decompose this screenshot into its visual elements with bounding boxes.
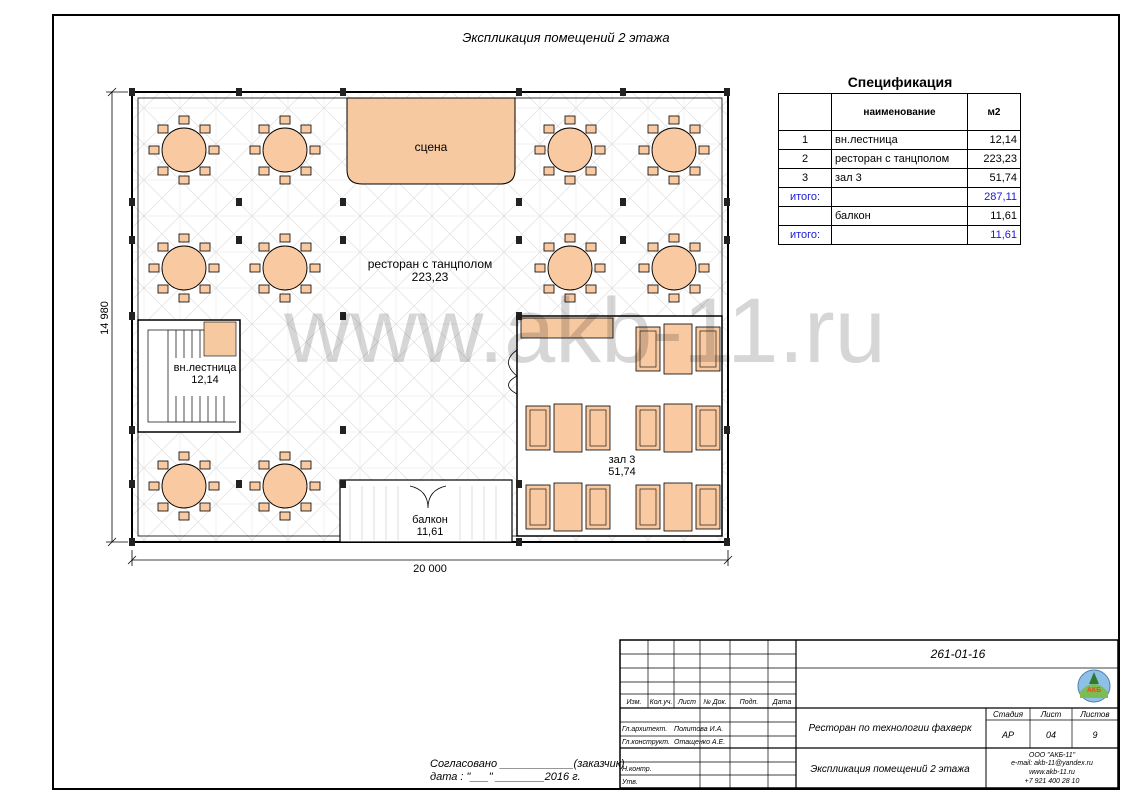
role-control: Н.контр.	[622, 766, 652, 773]
company-phone: +7 921 400 28 10	[1025, 778, 1080, 785]
company-web: www.akb-11.ru	[1029, 769, 1075, 776]
hall-furniture	[525, 323, 721, 532]
balcony	[339, 479, 513, 543]
hall-label: зал 3	[609, 454, 636, 466]
hall-area: 51,74	[608, 466, 636, 478]
balcony-label: балкон	[412, 514, 448, 526]
col-list: Лист	[677, 699, 696, 706]
stair-steps	[147, 329, 236, 423]
project-name: Ресторан по технологии фахверк	[808, 722, 972, 734]
role-approve: Утв.	[621, 779, 638, 786]
stage-label: Стадия	[993, 710, 1024, 719]
sheets-label: Листов	[1079, 710, 1109, 719]
stair-label: вн.лестница	[174, 362, 238, 374]
company-logo-icon: АКБ	[1077, 669, 1111, 703]
balcony-area: 11,61	[417, 526, 444, 538]
stair-area: 12,14	[191, 374, 219, 386]
col-date: Дата	[772, 699, 792, 706]
spec-title: Спецификация	[847, 74, 953, 90]
watermark: www.akb-11.ru	[283, 280, 886, 382]
drawing-title: Экспликация помещений 2 этажа	[462, 30, 670, 45]
spec-total-row: итого:287,11	[778, 187, 1021, 207]
role-engineer: Гл.конструкт.	[622, 739, 670, 746]
spec-total-row: итого:11,61	[778, 225, 1021, 245]
agreement-line: Согласовано ____________(заказчик)	[430, 758, 625, 770]
sheet-label: Лист	[1040, 710, 1062, 719]
dimension-lines	[106, 87, 733, 566]
sheets-value: 9	[1092, 730, 1097, 740]
agreement-date: дата : "___" ________2016 г.	[430, 771, 581, 783]
stage-label: сцена	[415, 140, 448, 154]
dimension-height: 14 980	[99, 301, 111, 335]
spec-col-name: наименование	[831, 93, 968, 131]
restaurant-label: ресторан с танцполом	[368, 257, 493, 271]
sheet-value: 04	[1046, 730, 1056, 740]
col-kol: Кол.уч.	[650, 699, 673, 706]
sheet-title: Экспликация помещений 2 этажа	[810, 764, 970, 775]
person-architect: Политова И.А.	[674, 726, 723, 733]
doc-code: 261-01-16	[930, 647, 986, 661]
columns	[129, 88, 730, 546]
company-name: ООО "АКБ-11"	[1029, 752, 1076, 759]
stage-value: АР	[1001, 730, 1014, 740]
drawing-frame	[52, 14, 1120, 790]
person-engineer: Отащенко А.Е.	[674, 739, 725, 746]
col-podp: Подп.	[740, 698, 759, 706]
company-email: e-mail: akb-11@yandex.ru	[1011, 760, 1093, 767]
role-architect: Гл.архитект.	[622, 726, 667, 733]
col-izm: Изм.	[627, 699, 642, 706]
stage	[346, 97, 516, 185]
logo-text: АКБ	[1087, 687, 1101, 694]
round-tables	[148, 115, 710, 521]
col-doc: № Док.	[703, 699, 727, 706]
restaurant-area: 223,23	[412, 270, 449, 284]
dimension-width: 20 000	[413, 563, 447, 575]
